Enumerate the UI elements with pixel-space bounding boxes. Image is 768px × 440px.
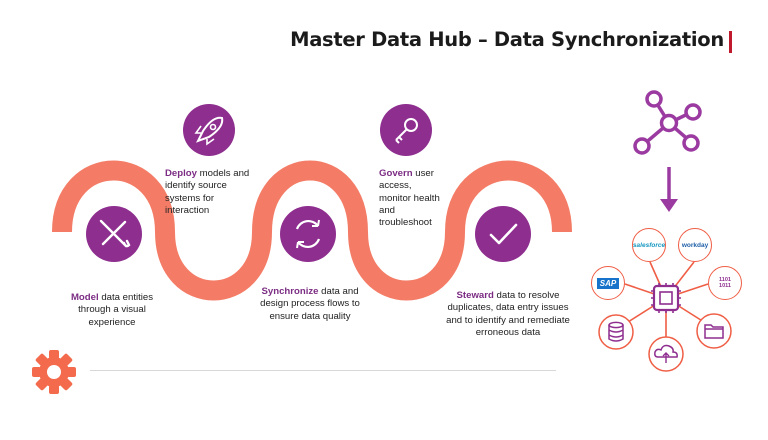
step-model-text: Model data entities through a visual exp… <box>66 292 158 329</box>
step-steward-description: data to resolve duplicates, data entry i… <box>446 290 570 338</box>
salesforce-badge: salesforce <box>632 228 666 262</box>
salesforce-logo: salesforce <box>632 241 666 249</box>
folder-icon <box>696 313 732 349</box>
title-accent-bar <box>729 31 732 53</box>
sync-icon <box>280 206 336 262</box>
checkmark-icon <box>475 206 531 262</box>
cloud-icon <box>648 336 684 372</box>
page-title: Master Data Hub – Data Synchronization <box>290 28 724 51</box>
step-synchronize-text: Synchronize data and design process flow… <box>258 286 362 323</box>
key-icon <box>380 104 432 156</box>
network-hub-icon <box>633 90 702 155</box>
sap-badge: SAP <box>591 266 625 300</box>
step-steward-text: Steward data to resolve duplicates, data… <box>444 290 572 339</box>
step-synchronize-description: data and design process flows to ensure … <box>260 286 360 322</box>
step-model-keyword: Model <box>70 292 99 303</box>
binary-data-icon: 1101 1011 <box>719 277 731 289</box>
step-govern-keyword: Govern <box>379 168 413 179</box>
processor-chip-icon <box>651 283 681 313</box>
database-icon <box>598 314 634 350</box>
step-steward-keyword: Steward <box>456 290 494 301</box>
step-deploy-description: models and identify source systems for i… <box>165 168 250 216</box>
step-govern-text: Govern user access, monitor health and t… <box>379 168 441 229</box>
workday-badge: workday <box>678 228 712 262</box>
step-synchronize-keyword: Synchronize <box>261 286 319 297</box>
binary-data-badge: 1101 1011 <box>708 266 742 300</box>
workday-logo: workday <box>681 241 709 249</box>
rocket-icon <box>183 104 235 156</box>
process-wave-path <box>52 160 572 301</box>
step-deploy-keyword: Deploy <box>165 168 197 179</box>
down-arrow-icon <box>660 167 678 212</box>
step-model-description: data entities through a visual experienc… <box>78 292 154 328</box>
sap-logo: SAP <box>596 277 620 289</box>
step-deploy-text: Deploy models and identify source system… <box>165 168 255 217</box>
tools-icon <box>86 206 142 262</box>
gear-icon <box>32 350 76 394</box>
step-govern-description: user access, monitor health and troubles… <box>379 168 440 229</box>
footer-divider <box>90 370 556 371</box>
